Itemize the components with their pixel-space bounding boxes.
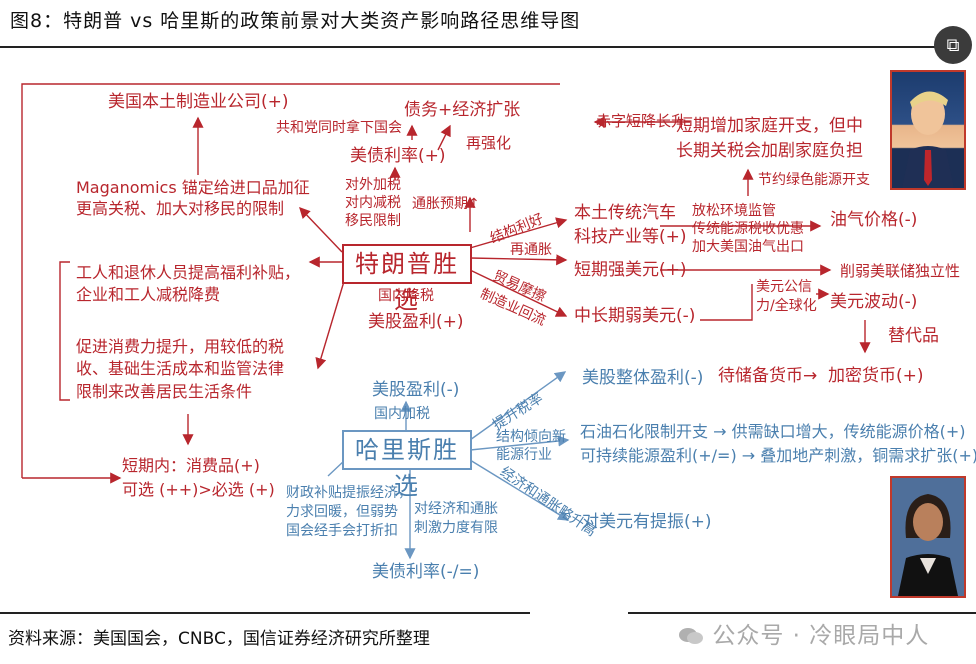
structural-tilt-text: 结构倾向新 能源行业 <box>496 428 566 464</box>
usd-volatility-label: 美元波动(-) <box>830 292 917 313</box>
household-line: 长期关税会加剧家庭负担 <box>676 139 863 164</box>
household-text: 短期增加家庭开支，但中 长期关税会加剧家庭负担 <box>676 114 863 163</box>
usd-credibility-line: 美元公信 <box>756 278 817 297</box>
renewable-label: 可持续能源盈利(+/=) → 叠加地产刺激，铜需求扩张(+) <box>580 446 976 466</box>
treasury-yield-label: 美债利率(+) <box>350 146 446 167</box>
consumption-line: 收、基础生活成本和监管法律 <box>76 358 284 380</box>
petrochemical-label: 石油石化限制开支 → 供需缺口增大，传统能源价格(+) <box>580 422 965 442</box>
reserve-currency-label: 待储备货币→ <box>718 366 817 387</box>
fiscal-text: 财政补贴提振经济， 力求回暖，但弱势 国会经手会打折扣 <box>286 484 412 541</box>
watermark: 公众号 · 冷眼局中人 <box>678 616 929 650</box>
oil-price-label: 油气价格(-) <box>830 210 917 231</box>
made-in-usa-label: 美国本土制造业公司(+) <box>108 92 289 113</box>
dereg-line: 加大美国油气出口 <box>692 238 804 256</box>
short-term-label: 短期内：消费品(+) <box>122 456 260 476</box>
wechat-icon <box>678 626 704 646</box>
trump-portrait <box>890 70 966 190</box>
workers-line: 工人和退休人员提高福利补贴， <box>76 262 300 284</box>
usd-credibility-text: 美元公信 力/全球化 <box>756 278 817 316</box>
auto-tech-line: 本土传统汽车 <box>574 202 687 226</box>
harris-equity-overall-label: 美股整体盈利(-) <box>582 368 703 389</box>
fiscal-line: 力求回暖，但弱势 <box>286 503 412 522</box>
usd-credibility-line: 力/全球化 <box>756 297 817 316</box>
auto-tech-text: 本土传统汽车 科技产业等(+) <box>574 202 687 250</box>
consumption-line: 促进消费力提升，用较低的税 <box>76 336 284 358</box>
household-line: 短期增加家庭开支，但中 <box>676 114 863 139</box>
structural-tilt-line: 结构倾向新 <box>496 428 566 446</box>
maganomics-line: Maganomics 锚定给进口品加征 <box>76 178 310 199</box>
stimulus-text: 对经济和通胀 刺激力度有限 <box>414 500 498 538</box>
fed-independence-label: 削弱美联储独立性 <box>840 262 960 281</box>
tax-immigration-list: 对外加税 对内减税 移民限制 <box>345 176 401 231</box>
substitute-label: 替代品 <box>888 326 939 347</box>
trump-center-node: 特朗普胜选 <box>342 244 472 284</box>
tax-item: 对内减税 <box>345 194 401 212</box>
portrait-icon <box>892 72 964 188</box>
fiscal-line: 国会经手会打折扣 <box>286 522 412 541</box>
congress-label: 共和党同时拿下国会 <box>276 120 402 138</box>
strong-usd-label: 短期强美元(+) <box>574 260 687 281</box>
deficit-label: 赤字短降长升 <box>596 112 686 131</box>
harris-portrait <box>890 476 966 598</box>
footer-divider-left <box>0 612 530 614</box>
stimulus-line: 对经济和通胀 <box>414 500 498 519</box>
us-equity-label: 美股盈利(+) <box>368 312 464 333</box>
maganomics-line: 更高关税、加大对移民的限制 <box>76 199 310 220</box>
harris-equity-label: 美股盈利(-) <box>372 380 459 401</box>
portrait-icon <box>892 478 964 596</box>
footer-divider-right <box>628 612 976 614</box>
green-energy-label: 节约绿色能源开支 <box>758 172 870 190</box>
maganomics-text: Maganomics 锚定给进口品加征 更高关税、加大对移民的限制 <box>76 178 310 220</box>
reinforce-label: 再强化 <box>466 134 511 153</box>
debt-growth-label: 债务+经济扩张 <box>404 100 520 121</box>
auto-tech-line: 科技产业等(+) <box>574 226 687 250</box>
usd-boost-label: 对美元有提振(+) <box>582 512 712 533</box>
watermark-text: 公众号 · 冷眼局中人 <box>712 623 929 649</box>
stimulus-line: 刺激力度有限 <box>414 519 498 538</box>
harris-treasury-label: 美债利率(-/=) <box>372 562 479 583</box>
source-note: 资料来源：美国国会，CNBC，国信证券经济研究所整理 <box>8 624 430 649</box>
tax-item: 对外加税 <box>345 176 401 194</box>
dereg-line: 传统能源税收优惠 <box>692 220 804 238</box>
harris-center-node: 哈里斯胜选 <box>342 430 472 470</box>
crypto-label: 加密货币(+) <box>828 366 924 387</box>
weak-usd-label: 中长期弱美元(-) <box>574 306 695 327</box>
tax-item: 移民限制 <box>345 212 401 230</box>
fiscal-line: 财政补贴提振经济， <box>286 484 412 503</box>
harris-domestic-tax-label: 国内加税 <box>374 406 430 424</box>
reinflation-label: 再通胀 <box>510 242 552 260</box>
consumption-text: 促进消费力提升，用较低的税 收、基础生活成本和监管法律 限制来改善居民生活条件 <box>76 336 284 403</box>
optional-label: 可选 (++)>必选 (+) <box>122 480 275 500</box>
deregulation-text: 放松环境监管 传统能源税收优惠 加大美国油气出口 <box>692 202 804 257</box>
domestic-tax-cut-label: 国内降税 <box>378 288 434 306</box>
dereg-line: 放松环境监管 <box>692 202 804 220</box>
inflation-expectation-label: 通胀预期↑ <box>412 196 480 214</box>
workers-text: 工人和退休人员提高福利补贴， 企业和工人减税降费 <box>76 262 300 307</box>
workers-line: 企业和工人减税降费 <box>76 284 300 306</box>
consumption-line: 限制来改善居民生活条件 <box>76 381 284 403</box>
structural-tilt-line: 能源行业 <box>496 446 566 464</box>
